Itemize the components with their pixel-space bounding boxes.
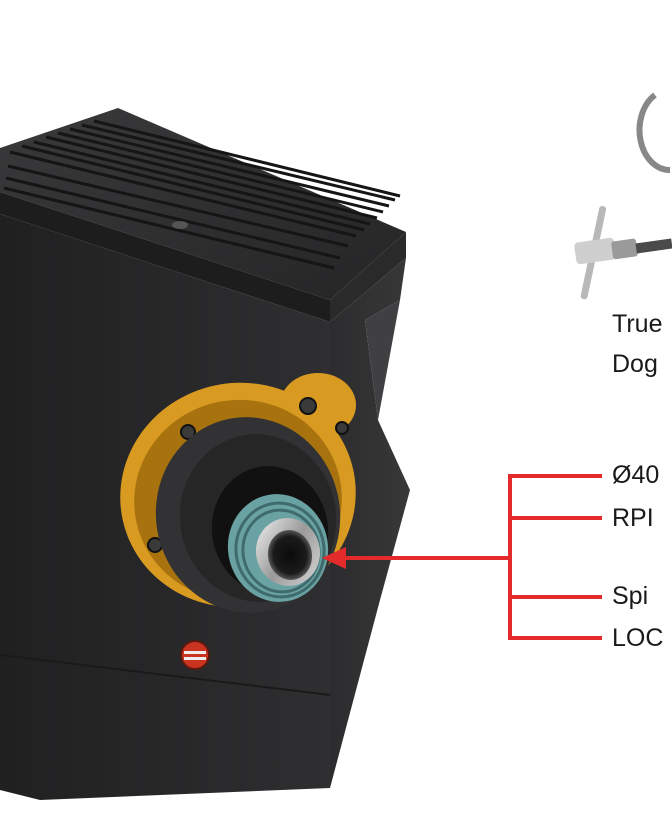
top-dimple <box>172 221 188 229</box>
flange-bolt <box>335 421 349 435</box>
arrow-head-icon <box>322 547 346 569</box>
block-top-face <box>0 108 406 300</box>
callout-label-loc: LOC <box>612 624 664 652</box>
callout-label-spi: Spi <box>612 582 649 610</box>
label-dog: Dog <box>612 350 658 378</box>
red-plug-icon <box>180 640 210 670</box>
label-true: True <box>612 310 663 338</box>
flange-bolt <box>299 397 317 415</box>
flange-bolt <box>180 424 196 440</box>
spindle-housing <box>155 417 341 613</box>
t-handle-key-icon <box>574 92 672 300</box>
callout-bracket <box>340 474 602 640</box>
fixture-block <box>0 108 410 800</box>
side-chamfer <box>365 300 400 420</box>
top-rim-front <box>0 192 330 322</box>
callout-label-rpi: RPI <box>612 504 654 532</box>
lower-seam <box>0 654 331 696</box>
top-grooves <box>3 119 401 270</box>
callout-label-diameter: Ø40 <box>612 461 660 489</box>
top-rim-right <box>330 232 406 322</box>
